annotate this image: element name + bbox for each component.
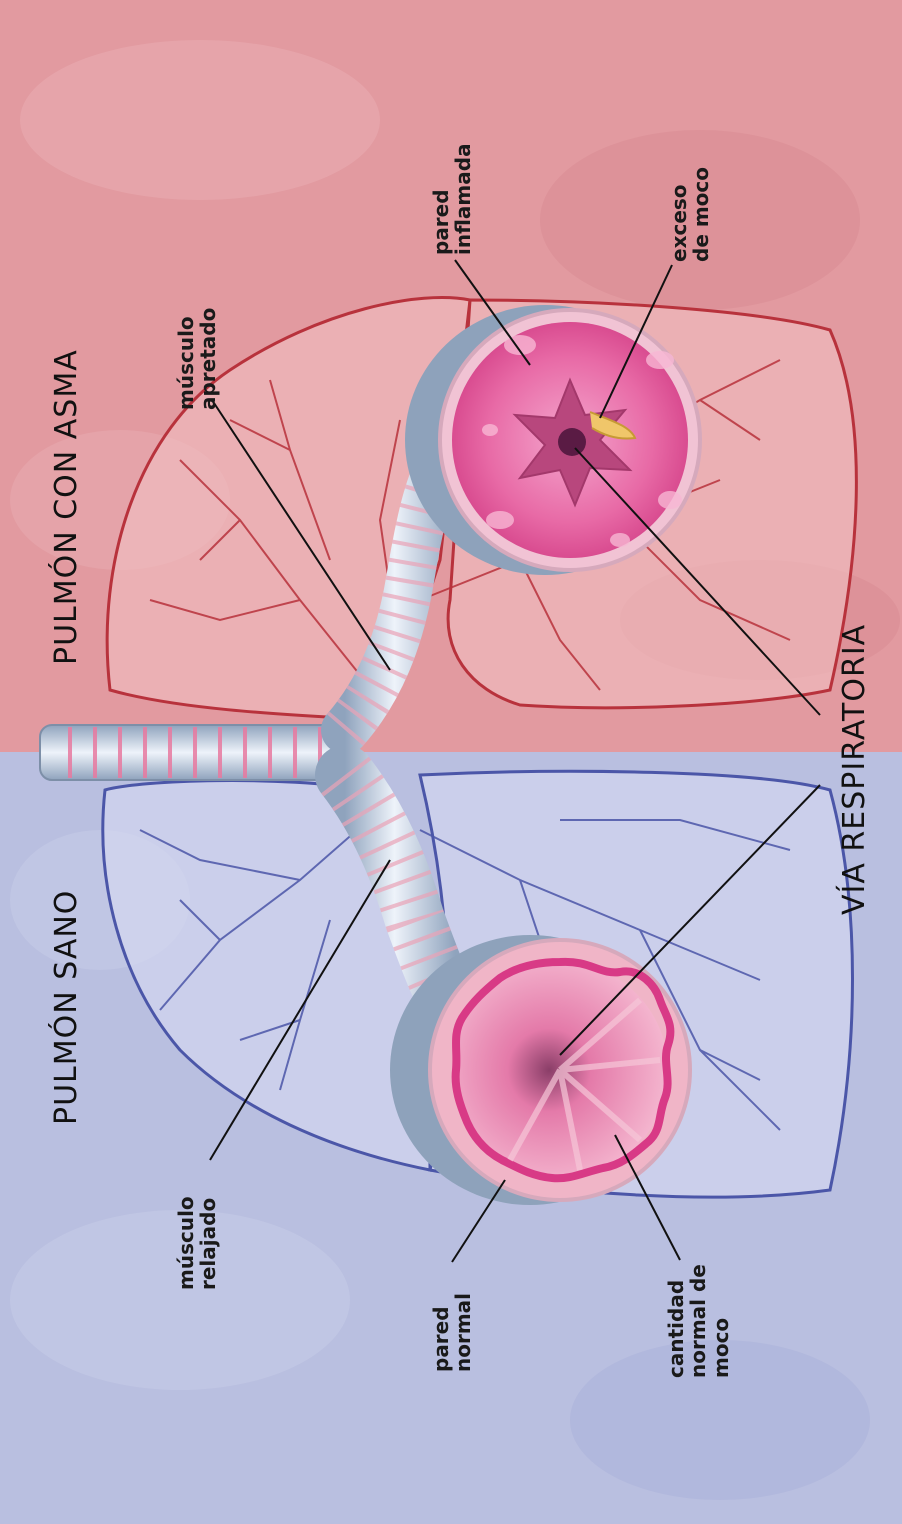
- normal-wall-label: pared normal: [430, 1293, 475, 1372]
- normal-mucus-label: cantidad normal de moco: [665, 1264, 732, 1378]
- tight-muscle-label: músculo apretado: [175, 308, 220, 410]
- airway-title: VÍA RESPIRATORIA: [838, 624, 872, 915]
- relaxed-muscle-label: músculo relajado: [175, 1196, 220, 1290]
- asthma-lung-title: PULMÓN CON ASMA: [50, 349, 84, 665]
- inflamed-airway-cross-section: [405, 305, 700, 575]
- excess-mucus-label: exceso de moco: [668, 167, 713, 262]
- inflamed-wall-label: pared inflamada: [430, 143, 475, 255]
- healthy-airway-cross-section: [390, 935, 690, 1205]
- trachea: [40, 725, 350, 780]
- healthy-lung-title: PULMÓN SANO: [50, 890, 84, 1125]
